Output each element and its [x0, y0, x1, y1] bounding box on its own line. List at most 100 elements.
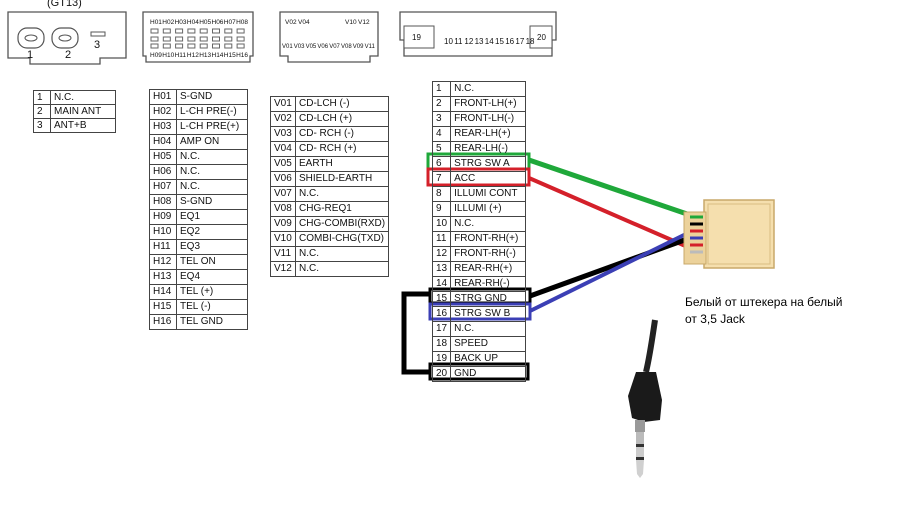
pin-number: 13: [431, 261, 452, 277]
pin-signal: ACC: [450, 171, 527, 187]
pin-number: 20: [431, 366, 452, 382]
antenna-pin-label: 2: [65, 49, 71, 61]
connector-pin-label: V07: [329, 44, 340, 50]
pin-number: V01: [270, 96, 296, 112]
pin-number: 16: [431, 306, 452, 322]
connector-cavity: [224, 28, 233, 34]
connector-pin-label: H13: [199, 52, 211, 59]
pin-signal: REAR-RH(+): [450, 261, 527, 277]
pin-signal: CD-LCH (-): [294, 96, 390, 112]
pin-signal: TEL ON: [176, 254, 248, 270]
connector-pin-label: V03: [294, 44, 305, 50]
pin-number: 11: [431, 231, 452, 247]
connector-cavity: [175, 43, 184, 49]
pin-number: H15: [149, 299, 177, 315]
pin-signal: ANT+B: [50, 118, 116, 133]
pin-signal: FRONT-RH(+): [450, 231, 527, 247]
steering-plug: [683, 199, 775, 269]
pin-number: 7: [431, 171, 452, 187]
pin-number: 2: [431, 96, 452, 112]
connector-pin-label: H01: [150, 19, 162, 26]
pin-number: V08: [270, 201, 296, 217]
connector-cavity: [150, 43, 159, 49]
connector-pin-label: V09: [353, 44, 364, 50]
pin-number: 2: [33, 104, 51, 119]
connector-pin-label: H03: [175, 19, 187, 26]
connector-pin-label: H05: [199, 19, 211, 26]
pin-signal: STRG SW B: [450, 306, 527, 322]
pin-number: H13: [149, 269, 177, 285]
pin-signal: N.C.: [294, 246, 390, 262]
pin-signal: STRG SW A: [450, 156, 527, 172]
connector-cavity: [199, 36, 208, 42]
pin-number: 19: [431, 351, 452, 367]
connector-cavity: [150, 28, 159, 34]
connector-cavity: [175, 28, 184, 34]
connector-cavity: [212, 36, 220, 42]
pin-number: H02: [149, 104, 177, 120]
connector-cavity: [162, 28, 171, 34]
connector-pin-label: V10: [345, 19, 357, 26]
pin-signal: CHG-REQ1: [294, 201, 390, 217]
pin-number: 3: [431, 111, 452, 127]
connector-pin-label: H11: [175, 52, 187, 59]
pin-number: H05: [149, 149, 177, 165]
wiring-note: Белый от штекера на белый от 3,5 Jack: [685, 294, 875, 328]
pin-signal: FRONT-RH(-): [450, 246, 527, 262]
pin-number: H04: [149, 134, 177, 150]
pin-signal: N.C.: [176, 149, 248, 165]
pin-signal: CD- RCH (+): [294, 141, 390, 157]
pin-signal: TEL GND: [176, 314, 248, 330]
connector-cavity: [236, 28, 245, 34]
pin-number: 6: [431, 156, 452, 172]
connector-cavity: [175, 36, 184, 42]
connector-pin-label: 10: [444, 37, 453, 46]
pin-signal: S-GND: [176, 89, 248, 105]
pin-signal: S-GND: [176, 194, 248, 210]
pin-number: V11: [270, 246, 296, 262]
connector-pin-label: H02: [162, 19, 174, 26]
pin-signal: EARTH: [294, 156, 390, 172]
audio-jack-3-5mm: [628, 319, 662, 478]
connector-pin-label: V05: [306, 44, 317, 50]
pin-number: 9: [431, 201, 452, 217]
pin-number: 1: [431, 81, 452, 97]
pin-number: V02: [270, 111, 296, 127]
connector-pin-label: 17: [515, 37, 524, 46]
pin-number: 5: [431, 141, 452, 157]
pin-number: V10: [270, 231, 296, 247]
wire-blue: [529, 230, 691, 313]
pin-signal: CD-LCH (+): [294, 111, 390, 127]
pin-signal: TEL (-): [176, 299, 248, 315]
pin-signal: COMBI-CHG(TXD): [294, 231, 390, 247]
pin-signal: MAIN ANT: [50, 104, 116, 119]
pin-signal: STRG GND: [450, 291, 527, 307]
